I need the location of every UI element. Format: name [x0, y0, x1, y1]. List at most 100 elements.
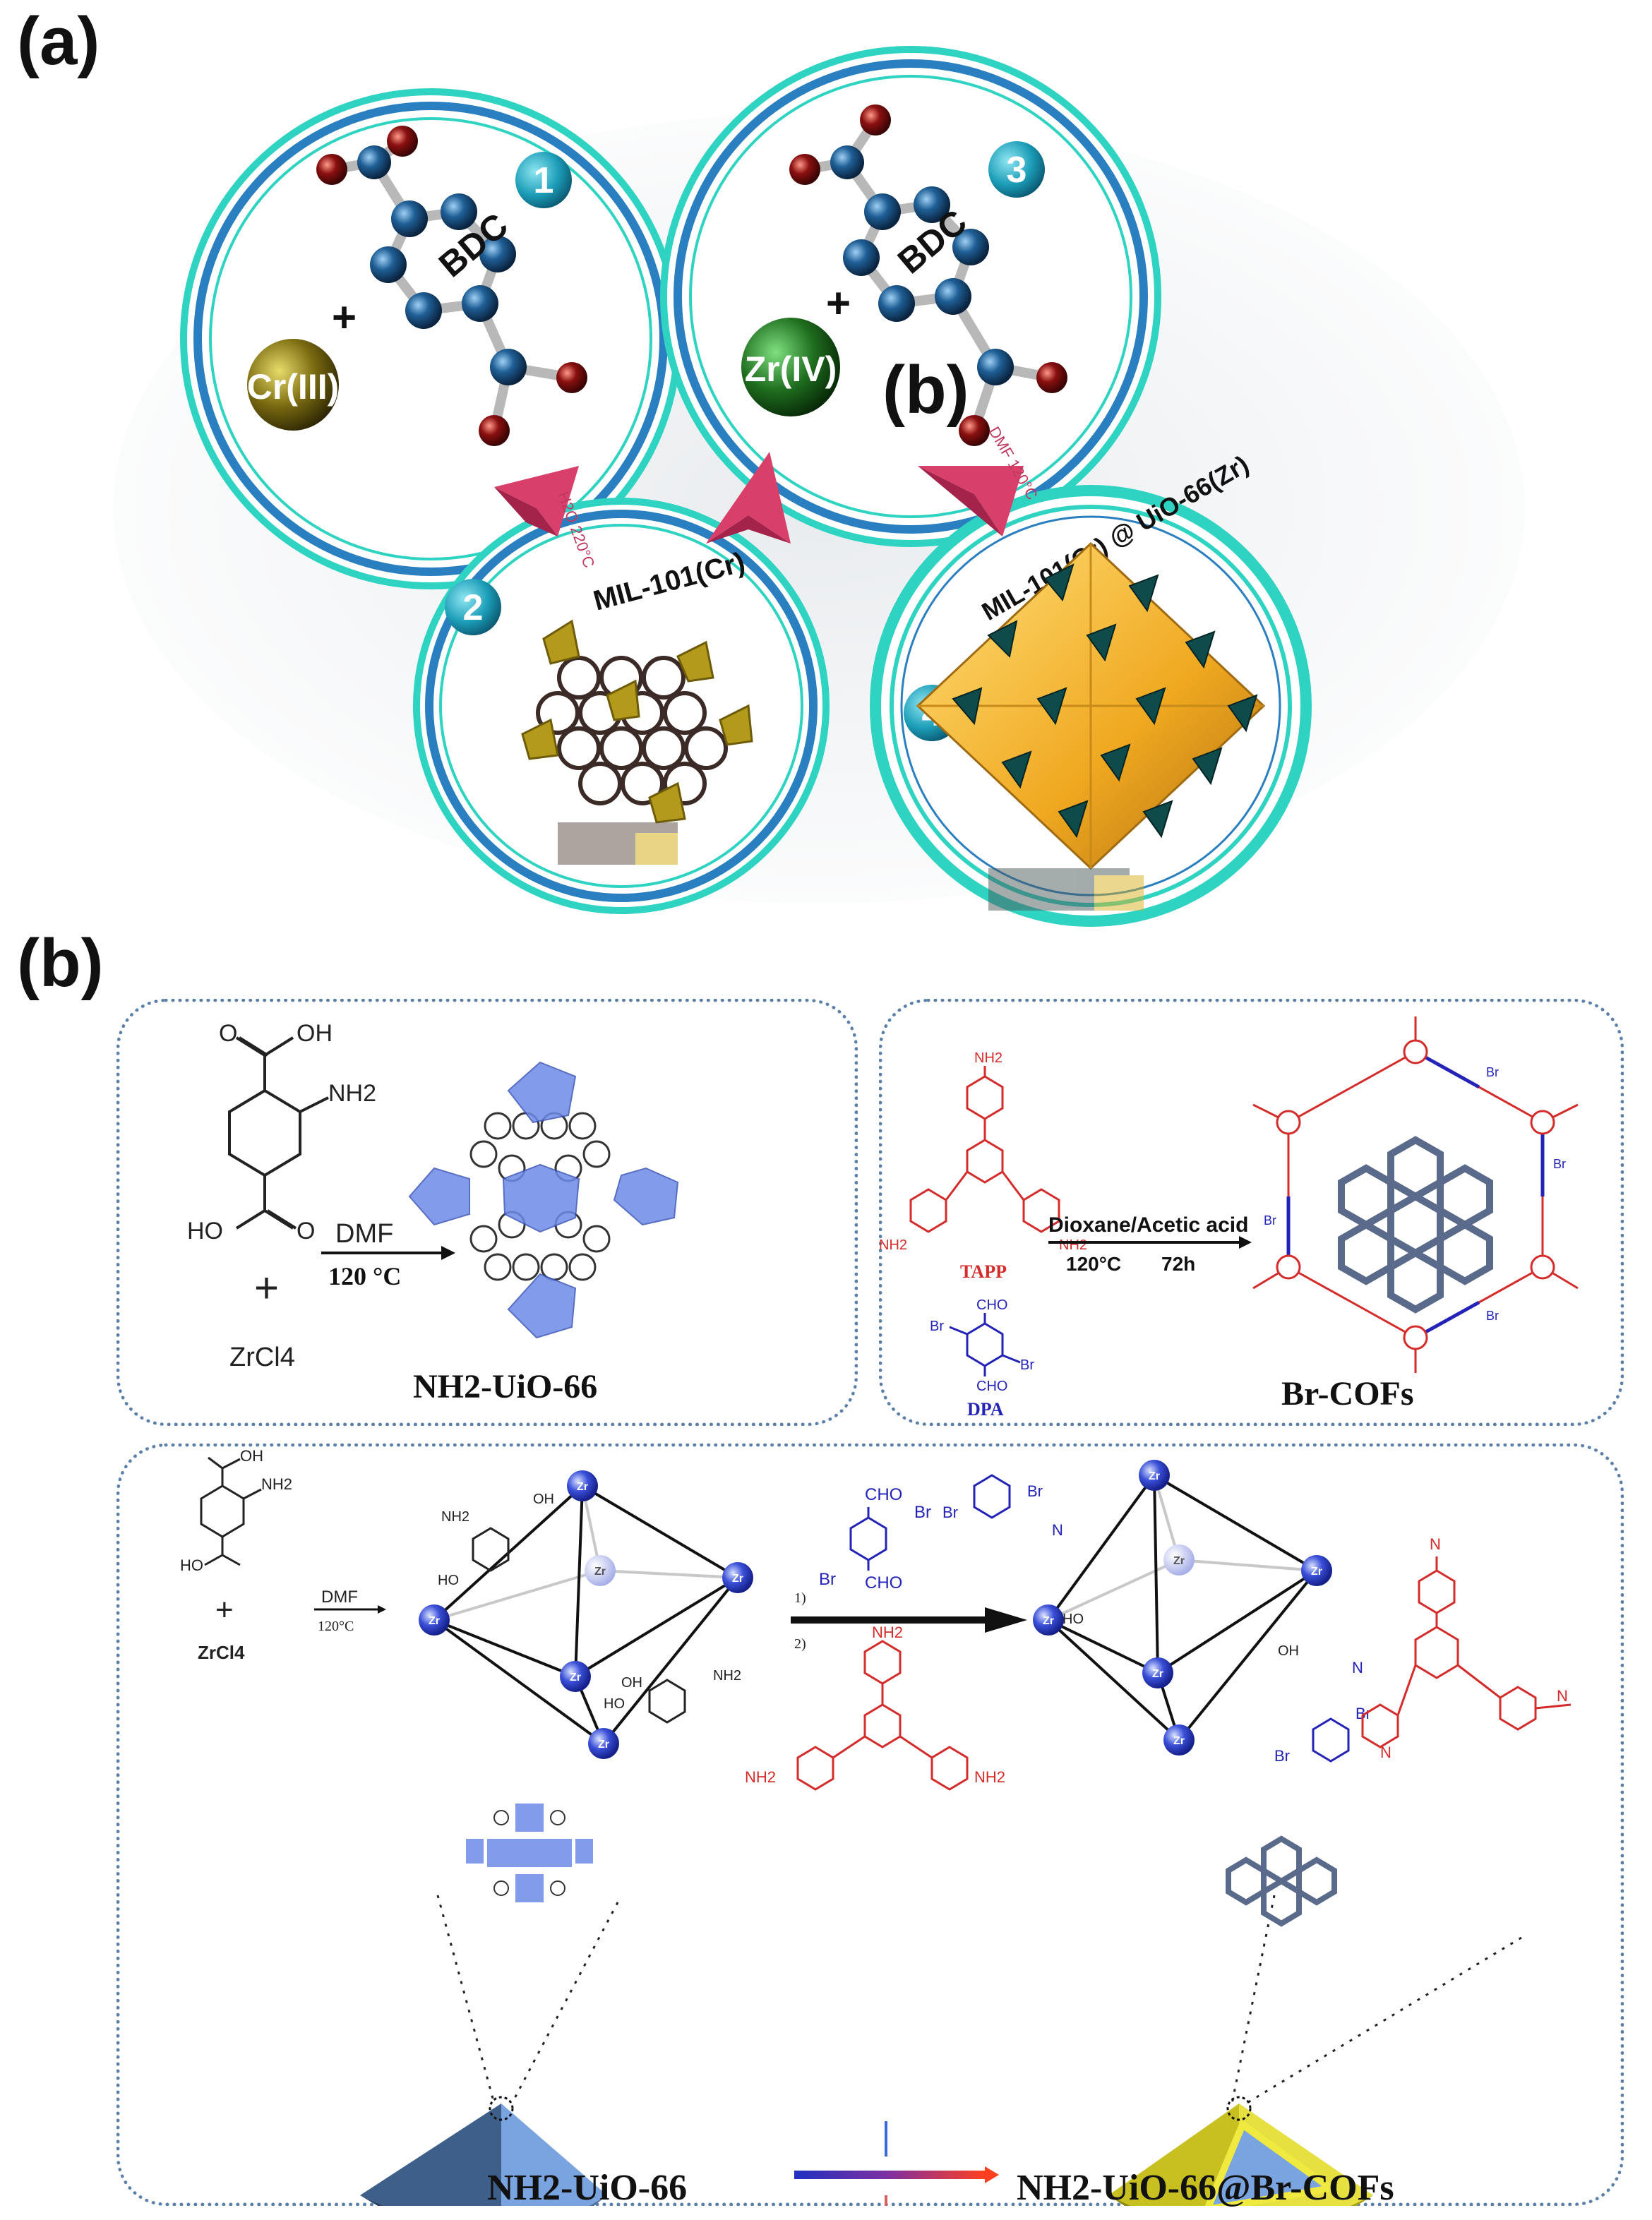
right-n-2: N [1352, 1659, 1363, 1676]
left-ho-2: HO [604, 1696, 625, 1712]
svg-text:Zr: Zr [1149, 1470, 1160, 1482]
mil101-octahedra [521, 619, 753, 824]
left-zr-labels: Zr Zr Zr Zr Zr Zr [429, 1481, 743, 1751]
left-zoom-circle [489, 2096, 514, 2121]
right-n-3: N [1380, 1744, 1391, 1761]
badge-1: 1 [515, 152, 572, 208]
box3-oh-small: OH [240, 1447, 263, 1465]
plus-1: + [332, 294, 357, 341]
svg-text:Br: Br [1553, 1157, 1566, 1171]
svg-text:2: 2 [463, 587, 484, 628]
box3-arrow-2 [791, 1607, 1027, 1633]
svg-text:Zr: Zr [1043, 1615, 1054, 1627]
tapp-nh2-top: NH2 [974, 1050, 1002, 1066]
box2-time: 72h [1161, 1253, 1195, 1275]
dpa-molecule [949, 1313, 1021, 1376]
right-zr-labels: Zr Zr Zr Zr Zr Zr [1043, 1470, 1322, 1747]
dpa-label: DPA [967, 1399, 1004, 1420]
dpa-br-left: Br [930, 1319, 944, 1334]
right-br-3: Br [1274, 1747, 1290, 1765]
left-zr-cluster [419, 1470, 753, 1759]
nh2-uio66-structure [408, 1061, 679, 1339]
right-br-2: Br [1027, 1482, 1043, 1500]
right-tapp-n-right: N [1557, 1687, 1568, 1705]
box1-zrcl4: ZrCl4 [229, 1343, 295, 1372]
box3-zrcl4: ZrCl4 [198, 1642, 245, 1663]
right-tapp-attached [1361, 1556, 1572, 1748]
uio66-tetrahedra [952, 563, 1258, 839]
left-octahedron [360, 2104, 607, 2206]
svg-text:Br: Br [1486, 1309, 1499, 1323]
svg-text:Zr: Zr [598, 1739, 609, 1751]
box3-right-product: NH2-UiO-66@Br-COFs [1017, 2168, 1394, 2208]
tapp-label: TAPP [960, 1261, 1007, 1282]
right-octahedron [1108, 2104, 1373, 2206]
left-zoom-lines [436, 1895, 619, 2104]
box-core-shell-synthesis [116, 1444, 1624, 2206]
panel-b-label: (b) [17, 925, 104, 1001]
box3-dpa [849, 1507, 887, 1571]
svg-text:Zr: Zr [570, 1672, 581, 1684]
left-oh-1: OH [533, 1492, 554, 1507]
box3-graphic: OH NH2 HO + ZrCl4 DMF 120°C Zr Zr Zr Zr … [180, 1447, 1572, 2206]
svg-text:Zr: Zr [1173, 1735, 1185, 1747]
right-br-4: Br [1355, 1705, 1371, 1722]
right-zr-cluster [1033, 1460, 1332, 1756]
arrow-1-to-2 [494, 466, 579, 536]
right-n-1: N [1052, 1521, 1063, 1539]
svg-text:Zr: Zr [594, 1566, 606, 1578]
right-zoom-lines [1231, 1895, 1522, 2105]
aminoterephthalic-acid-2 [200, 1456, 262, 1566]
dpa-br-right: Br [1020, 1357, 1034, 1373]
tapp-molecule [909, 1066, 1060, 1233]
box2-graphic: NH2 NH2 NH2 TAPP CHO CHO Br Br DPA Dioxa… [879, 1016, 1579, 1420]
mil101-blurred-bottom [558, 822, 678, 865]
svg-text:Cr(III): Cr(III) [247, 367, 340, 407]
badge-2: 2 [445, 579, 501, 635]
tapp-nh2-left: NH2 [879, 1237, 907, 1253]
right-mini-cof [1226, 1835, 1337, 1927]
bdc-atoms-3 [789, 104, 1067, 446]
box1-solvent: DMF [335, 1219, 393, 1249]
left-linkers [472, 1527, 686, 1724]
svg-text:Zr: Zr [429, 1615, 440, 1627]
box3-cho-bottom: CHO [865, 1573, 902, 1592]
left-nh2: NH2 [441, 1509, 469, 1525]
bdc-atoms-1 [316, 126, 587, 446]
box3-tapp-nh2-right: NH2 [974, 1768, 1005, 1786]
svg-text:Zr: Zr [577, 1481, 588, 1493]
plus-3: + [826, 280, 851, 327]
box1-temperature: 120 °C [328, 1262, 401, 1290]
box3-solvent: DMF [321, 1588, 358, 1607]
left-oh-2: OH [621, 1675, 642, 1691]
box1-graphic: O OH NH2 HO O + ZrCl4 DMF 120 °C NH2-UiO… [187, 1020, 679, 1405]
box1-product: NH2-UiO-66 [413, 1368, 597, 1405]
box3-step-1: 1) [794, 1590, 806, 1606]
box1-plus: + [254, 1264, 279, 1312]
box3-cho-top: CHO [865, 1485, 902, 1504]
dpa-cho-top: CHO [976, 1297, 1007, 1313]
right-br-1: Br [942, 1504, 958, 1521]
box-br-cofs-synthesis [879, 999, 1624, 1426]
svg-text:Zr(IV): Zr(IV) [745, 349, 837, 389]
box1-oh-top: OH [297, 1020, 333, 1047]
core-shell-blurred-bottom [988, 868, 1144, 911]
left-mini-uio66 [466, 1804, 593, 1902]
box2-product: Br-COFs [1281, 1375, 1414, 1412]
stray-b-label: (b) [882, 352, 969, 428]
badge-3: 3 [988, 141, 1045, 198]
svg-text:Zr: Zr [732, 1573, 743, 1585]
right-oh: OH [1278, 1643, 1299, 1659]
right-zoom-circle [1226, 2096, 1252, 2121]
box2-temperature: 120°C [1066, 1253, 1121, 1275]
box3-step-2: 2) [794, 1636, 806, 1652]
arrow-3-to-4 [918, 466, 1024, 536]
atom-o-2: O [297, 1218, 315, 1244]
svg-text:Zr: Zr [1173, 1555, 1185, 1567]
box3-left-product: NH2-UiO-66 [487, 2168, 688, 2208]
left-ho-1: HO [438, 1573, 459, 1588]
right-ho: HO [1063, 1612, 1084, 1627]
circle-1 [180, 88, 681, 589]
aminoterephthalic-acid-1 [228, 1036, 329, 1230]
box3-plus: + [215, 1592, 234, 1627]
